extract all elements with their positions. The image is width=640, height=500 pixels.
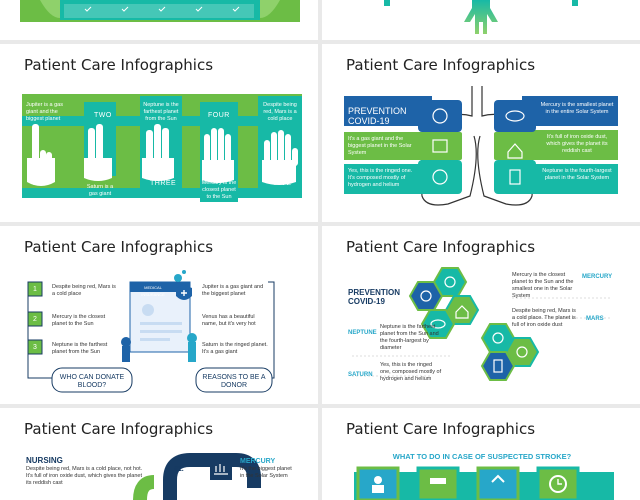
hand-icon — [214, 464, 228, 475]
hand-text-2: Neptune is the farthest planet from the … — [143, 102, 179, 122]
hand-four-icon — [202, 128, 234, 183]
medical-icon — [491, 474, 505, 483]
slide-lungs[interactable]: Patient Care Infographics PREVENTION COV… — [322, 44, 640, 222]
human-figure-graphic — [384, 0, 578, 34]
slide-title: Patient Care Infographics — [346, 238, 536, 256]
home-icon — [507, 143, 523, 159]
list-text-2: Mercury is the closest planet to the Sun — [52, 314, 106, 327]
list-num-1: 1 — [33, 286, 37, 293]
list-text-3: Neptune is the farthest planet from the … — [52, 342, 108, 355]
lungs-left-1: It's a gas giant and the biggest planet … — [348, 136, 412, 156]
hex-mars: MARS — [586, 316, 604, 322]
hex-mars-text: Despite being red, Mars is a cold place.… — [512, 308, 576, 328]
virus-icon — [420, 290, 432, 302]
nursing-heading: NURSING — [26, 456, 63, 465]
hexagon-1 — [408, 267, 540, 381]
slide-title: Patient Care Infographics — [24, 56, 214, 74]
slide-title: Patient Care Infographics — [24, 420, 214, 438]
hand-one-icon — [27, 124, 55, 186]
home-icon — [455, 305, 469, 319]
reasons-button[interactable]: REASONS TO BE A DONOR — [202, 374, 266, 389]
hand-text-4: Saturn is a gas giant and has several ri… — [84, 184, 116, 211]
hand-five-icon — [262, 130, 298, 185]
hand-two-icon — [84, 124, 112, 181]
hand-text-1: Jupiter is a gas giant and the biggest p… — [26, 102, 63, 122]
lungs-left-2: Yes, this is the ringed one. It's compos… — [348, 168, 413, 188]
mask-icon — [505, 110, 525, 122]
hex-heading: PREVENTION COVID-19 — [348, 288, 401, 306]
slide-hexagons[interactable]: Patient Care Infographics PREVENTION COV… — [322, 226, 640, 404]
nursing-mercury-text: It's the biggest planet in the Solar Sys… — [240, 466, 292, 479]
lungs-graphic — [344, 86, 618, 206]
slide-title: Patient Care Infographics — [346, 56, 536, 74]
shield-icon — [432, 139, 448, 153]
lungs-right-2: It's full of iron oxide dust, which give… — [546, 134, 608, 154]
hexagon-graphic — [352, 267, 612, 381]
hands-strip-graphic — [20, 0, 300, 22]
slide-nursing[interactable]: Patient Care Infographics NURSING Despit… — [0, 408, 318, 500]
hand-text-5: Mercury is the closest planet to the Sun — [201, 180, 237, 200]
virus-icon — [432, 108, 448, 124]
slide-title: Patient Care Infographics — [24, 238, 214, 256]
label-four: FOUR — [208, 112, 230, 119]
hex-neptune: NEPTUNE — [348, 330, 377, 336]
slide-hands[interactable]: Patient Care Infographics — [0, 44, 318, 222]
slide-stroke[interactable]: Patient Care Infographics WHAT TO DO IN … — [322, 408, 640, 500]
nursing-graphic — [133, 453, 261, 500]
mask-icon — [430, 319, 446, 329]
donate-button[interactable]: WHO CAN DONATE BLOOD? — [59, 374, 125, 389]
nursing-text: Despite being red, Mars is a cold place,… — [26, 466, 143, 486]
hand-three-icon — [142, 124, 174, 181]
hex-mercury: MERCURY — [582, 274, 613, 280]
slide-partial-right[interactable] — [322, 0, 640, 40]
nursing-step: 01. — [174, 466, 184, 473]
lungs-right-3: Neptune is the fourth-largest planet in … — [542, 168, 612, 181]
stroke-heading: WHAT TO DO IN CASE OF SUSPECTED STROKE? — [392, 452, 572, 461]
slide-donate[interactable]: Patient Care Infographics 1 2 3 — [0, 226, 318, 404]
label-two: TWO — [94, 112, 112, 119]
donate-graphic — [27, 270, 275, 393]
virus-icon — [444, 276, 456, 288]
label-three: THREE — [150, 180, 177, 187]
list-num-3: 3 — [33, 344, 37, 351]
lungs-right-1: Mercury is the smallest planet in the en… — [540, 102, 614, 115]
virus-icon — [516, 346, 528, 358]
list-right-3: Saturn is the ringed planet. It's a gas … — [202, 342, 268, 355]
slide-partial-left[interactable] — [0, 0, 318, 40]
hex-saturn-text: Yes, this is the ringed one, composed mo… — [380, 362, 442, 382]
stroke-graphic — [354, 466, 614, 500]
virus-icon — [492, 332, 504, 344]
clock-icon — [549, 475, 567, 493]
check-icon — [84, 6, 92, 12]
heart-icon — [430, 478, 446, 484]
hex-saturn: SATURN — [348, 372, 373, 378]
list-num-2: 2 — [33, 316, 37, 323]
hands-graphic — [22, 94, 302, 202]
label-five: FIVE — [274, 180, 292, 187]
list-right-1: Jupiter is a gas giant and the biggest p… — [202, 284, 264, 297]
hex-neptune-text: Neptune is the farthest planet from the … — [380, 324, 439, 351]
hand-text-3: Despite being red, Mars is a cold place — [263, 102, 297, 122]
person-icon — [374, 476, 382, 484]
sanitizer-icon — [509, 169, 521, 185]
lungs-heading: PREVENTION COVID-19 — [348, 106, 407, 126]
nursing-mercury: MERCURY — [240, 458, 276, 465]
list-text-1: Despite being red, Mars is a cold place — [52, 284, 116, 297]
people-icon — [432, 169, 448, 185]
sanitizer-icon — [493, 359, 503, 373]
list-right-2: Venus has a beautiful name, but it's ver… — [202, 314, 256, 327]
label-one: ONE — [32, 180, 49, 187]
doc-header: MEDICAL INSURANCE — [141, 285, 165, 297]
hex-mercury-text: Mercury is the closest planet to the Sun… — [512, 272, 574, 299]
slide-title: Patient Care Infographics — [346, 420, 536, 438]
